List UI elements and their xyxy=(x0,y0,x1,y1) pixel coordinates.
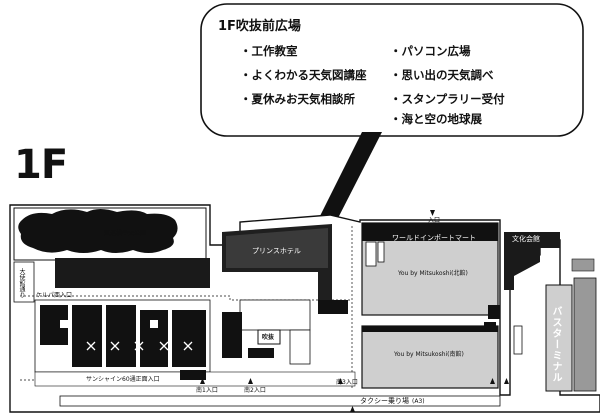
label-entrance-3: 南3入口 xyxy=(336,379,358,386)
callout-right-item-2: ・思い出の天気調べ xyxy=(390,68,494,82)
entrance-markers xyxy=(200,210,509,412)
callout-left-item-2: ・よくわかる天気図講座 xyxy=(240,68,367,82)
label-culture-hall: 文化会館 xyxy=(512,235,540,243)
main-floor xyxy=(34,299,211,373)
label-fukiage: 吹抜 xyxy=(262,334,275,341)
callout-left-item-1: ・工作教室 xyxy=(240,44,298,58)
park-area xyxy=(13,207,207,261)
label-sunshine-entrance: サンシャイン60通正面入口 xyxy=(86,376,160,383)
label-park: 東池袋中央公園 xyxy=(104,230,147,237)
label-kelp-west: ケルパ西入口 xyxy=(36,292,73,299)
label-entrance-2: 南2入口 xyxy=(244,387,266,394)
label-taxi: タクシー乗り場 xyxy=(360,397,409,405)
label-side-left: 大使館通り xyxy=(18,268,25,298)
label-mitsukoshi-north: You by Mitsukoshi(北館) xyxy=(398,270,468,277)
callout-title: 1F吹抜前広場 xyxy=(218,19,301,34)
mitsukoshi-south-block xyxy=(361,322,523,389)
label-entrance-1: 南1入口 xyxy=(196,387,218,394)
callout-right-item-1: ・パソコン広場 xyxy=(390,44,471,58)
corridor-block xyxy=(180,370,206,380)
callout-left-item-3: ・夏休みお天気相談所 xyxy=(240,92,355,106)
building-block-left xyxy=(55,258,210,288)
label-taxi-tag: (A3) xyxy=(412,398,425,405)
taxi-road xyxy=(59,395,501,407)
label-world-import-mart: ワールドインポートマート xyxy=(392,234,476,242)
middle-blocks xyxy=(222,299,348,365)
left-stair xyxy=(13,261,35,303)
label-entrance-north: 入口 xyxy=(428,217,441,224)
label-bus-terminal: バスターミナル xyxy=(550,306,561,383)
floor-label: 1F xyxy=(14,142,68,188)
prince-hotel xyxy=(222,224,332,300)
label-mitsukoshi-south: You by Mitsukoshi(南館) xyxy=(394,351,464,358)
bus-terminal xyxy=(545,258,597,392)
callout-right-item-3: ・スタンプラリー受付 xyxy=(390,92,505,106)
callout-right-item-4: ・海と空の地球展 xyxy=(390,112,482,126)
world-import-mart xyxy=(361,222,500,319)
label-prince-hotel: プリンスホテル xyxy=(252,247,301,255)
culture-hall xyxy=(504,232,560,290)
